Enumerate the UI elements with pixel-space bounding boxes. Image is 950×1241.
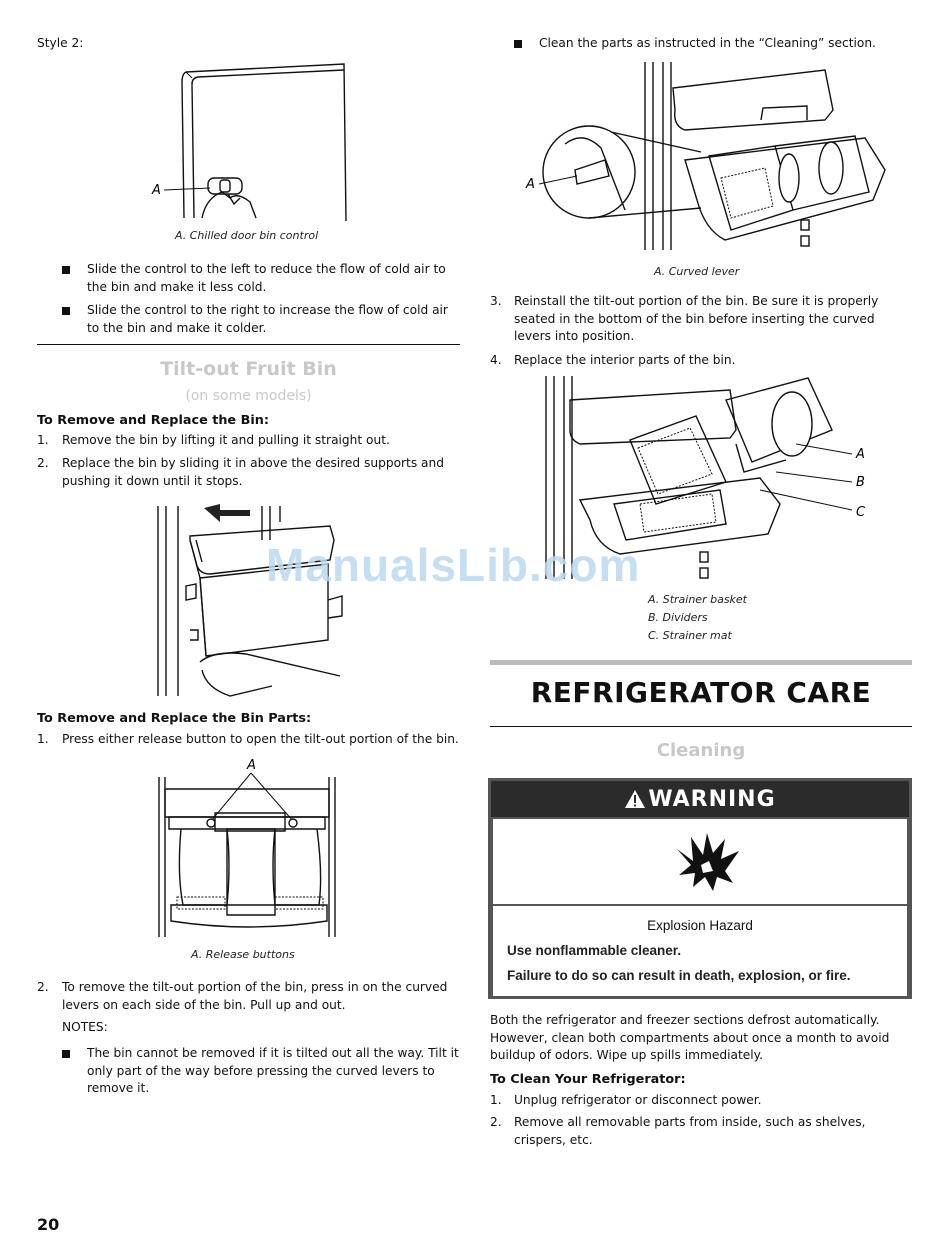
thick-divider <box>490 660 912 665</box>
step-text: Press either release button to open the … <box>62 732 459 746</box>
step-text: Remove the bin by lifting it and pulling… <box>62 433 390 447</box>
step-text: Unplug refrigerator or disconnect power. <box>514 1093 762 1107</box>
warning-line2: Failure to do so can result in death, ex… <box>507 968 851 983</box>
fig5-caption-b: B. Dividers <box>648 611 708 624</box>
step-number: 2. <box>490 1115 502 1129</box>
bullet-text: Slide the control to the right to increa… <box>87 303 448 335</box>
bin-removal-illustration <box>157 504 343 697</box>
fig5-caption-c: C. Strainer mat <box>648 629 732 642</box>
bullet-text: Slide the control to the left to reduce … <box>87 262 446 294</box>
notes-label: NOTES: <box>62 1020 108 1034</box>
step-text: Replace the interior parts of the bin. <box>514 353 736 367</box>
fig3-caption: A. Release buttons <box>191 948 295 961</box>
care-title: REFRIGERATOR CARE <box>530 676 872 709</box>
bullet-icon <box>514 40 522 48</box>
fig5-label-b: B <box>856 475 865 490</box>
bullet-icon <box>62 307 70 315</box>
warning-box: WARNING Explosion Hazard Use nonflammabl… <box>488 778 912 999</box>
fig1-caption: A. Chilled door bin control <box>175 229 319 242</box>
step-number: 2. <box>37 456 49 470</box>
step-text: Remove all removable parts from inside, … <box>514 1115 866 1147</box>
divider <box>37 344 460 345</box>
step-number: 1. <box>37 732 49 746</box>
bullet-icon <box>62 266 70 274</box>
cleaning-title: Cleaning <box>656 740 746 761</box>
step-text: Reinstall the tilt-out portion of the bi… <box>514 294 879 343</box>
warning-triangle-icon <box>625 790 646 808</box>
remove-bin-heading: To Remove and Replace the Bin: <box>37 413 269 428</box>
warning-line1: Use nonflammable cleaner. <box>507 943 682 958</box>
chilled-door-bin-illustration: A <box>151 63 347 222</box>
fig5-label-c: C <box>856 505 866 520</box>
fig4-caption: A. Curved lever <box>654 265 740 278</box>
warning-hazard: Explosion Hazard <box>647 918 753 933</box>
fig5-caption-a: A. Strainer basket <box>648 593 747 606</box>
fig4-label: A <box>525 177 535 192</box>
fig3-label: A <box>246 758 256 773</box>
strainer-parts-illustration: A B C <box>545 376 866 579</box>
page-number: 20 <box>37 1215 60 1234</box>
cleaning-paragraph: Both the refrigerator and freezer sectio… <box>490 1013 890 1062</box>
step-number: 4. <box>490 353 502 367</box>
clean-heading: To Clean Your Refrigerator: <box>490 1072 686 1087</box>
watermark: ManualsLib.com <box>266 539 641 591</box>
section-subtitle: (on some models) <box>185 388 312 404</box>
step-text: Replace the bin by sliding it in above t… <box>62 456 444 488</box>
warning-header: WARNING <box>491 781 909 817</box>
curved-lever-illustration: A <box>525 62 886 250</box>
bullet-text: Clean the parts as instructed in the “Cl… <box>539 36 876 50</box>
warning-title: WARNING <box>648 786 776 812</box>
warning-text-panel: Explosion Hazard Use nonflammable cleane… <box>493 906 907 996</box>
step-number: 1. <box>37 433 49 447</box>
warning-symbol-panel <box>493 819 907 904</box>
fig1-label: A <box>151 183 161 198</box>
step-number: 2. <box>37 980 49 994</box>
section-title: Tilt-out Fruit Bin <box>160 358 337 380</box>
step-number: 3. <box>490 294 502 308</box>
step-number: 1. <box>490 1093 502 1107</box>
fig5-label-a: A <box>855 447 865 462</box>
style-label: Style 2: <box>37 36 84 50</box>
release-buttons-illustration: A <box>158 758 336 937</box>
step-text: To remove the tilt-out portion of the bi… <box>62 980 448 1012</box>
divider <box>490 726 912 727</box>
bullet-text: The bin cannot be removed if it is tilte… <box>87 1046 459 1095</box>
remove-parts-heading: To Remove and Replace the Bin Parts: <box>37 711 312 726</box>
explosion-icon <box>677 833 739 891</box>
bullet-icon <box>62 1050 70 1058</box>
